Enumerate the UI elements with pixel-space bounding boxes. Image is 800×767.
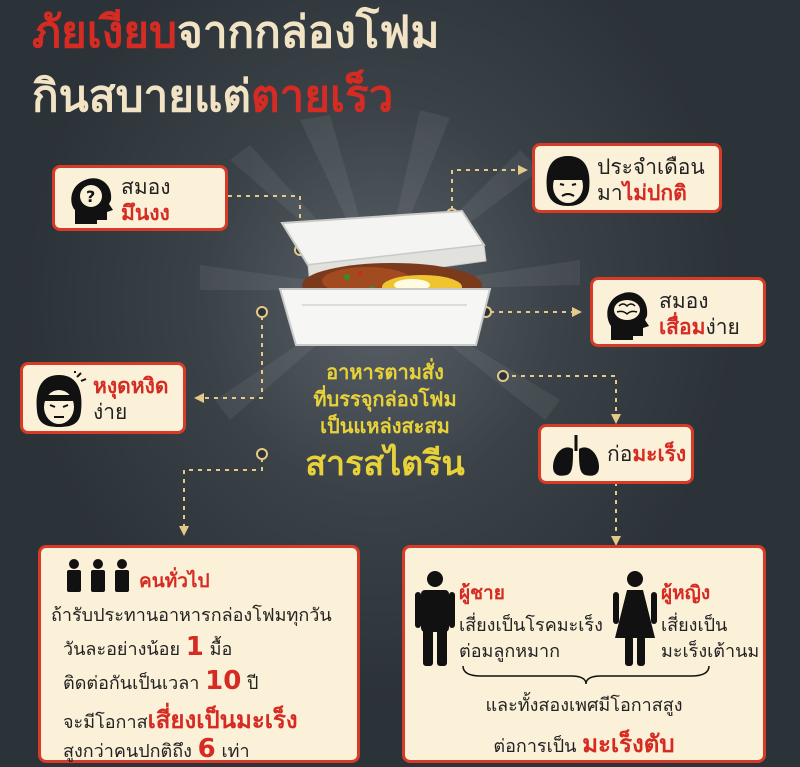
head-brain-icon xyxy=(607,292,649,340)
irritable-top-label: หงุดหงิด xyxy=(93,374,169,398)
symptom-box-menstruation: ประจำเดือน มาไม่ปกติ xyxy=(532,143,722,213)
title-line-1: ภัยเงียบจากกล่องโฟม xyxy=(32,8,439,58)
center-line-3: เป็นแหล่งสะสม xyxy=(320,414,450,438)
sad-woman-face-icon xyxy=(546,156,590,206)
dizzy-top-label: สมอง xyxy=(121,175,171,199)
center-line-1: อาหารตามสั่ง xyxy=(326,360,444,384)
general-heading: คนทั่วไป xyxy=(139,570,210,592)
man-icon xyxy=(415,571,455,666)
general-line-5: สูงกว่าคนปกติถึง 6 เท่า xyxy=(63,734,250,765)
head-question-icon: ? xyxy=(71,178,113,224)
general-line-3: ติดต่อกันเป็นเวลา 10 ปี xyxy=(63,666,258,697)
brain-degrade-bottom-red: เสื่อม xyxy=(659,315,706,339)
title-cream-part-2: กินสบายแต่ xyxy=(32,71,251,122)
general-line-3-b: ปี xyxy=(247,673,259,694)
title-line-2: กินสบายแต่ตายเร็ว xyxy=(32,72,393,122)
general-line-2: วันละอย่างน้อย 1 มื้อ xyxy=(63,632,232,663)
title-cream-part: จากกล่องโฟม xyxy=(177,7,440,58)
symptom-box-cancer: ก่อมะเร็ง xyxy=(538,424,694,484)
three-people-icon xyxy=(67,559,129,592)
both-line-2-a: ต่อการเป็น xyxy=(493,736,577,757)
gender-risk-box: ผู้ชาย เสี่ยงเป็นโรคมะเร็ง ต่อมลูกหมาก ผ… xyxy=(402,545,766,763)
general-line-5-num: 6 xyxy=(197,734,216,764)
menstruation-bottom-plain: มา xyxy=(597,181,623,205)
female-heading: ผู้หญิง xyxy=(661,582,711,604)
general-line-4-a: จะมีโอกาส xyxy=(63,712,148,733)
cancer-red: มะเร็ง xyxy=(632,442,687,466)
symptom-box-dizzy: ? สมอง มึนงง xyxy=(52,165,228,231)
both-line-2: ต่อการเป็น มะเร็งตับ xyxy=(405,724,763,763)
general-people-box: คนทั่วไป ถ้ารับประทานอาหารกล่องโฟมทุกวัน… xyxy=(38,545,360,765)
general-line-2-a: วันละอย่างน้อย xyxy=(63,639,181,660)
menstruation-top-label: ประจำเดือน xyxy=(597,155,705,179)
general-line-4: จะมีโอกาสเสี่ยงเป็นมะเร็ง xyxy=(63,700,298,739)
male-line-1: เสี่ยงเป็นโรคมะเร็ง xyxy=(459,615,603,636)
lungs-icon xyxy=(553,435,599,476)
general-line-2-b: มื้อ xyxy=(209,639,233,660)
brace-connector xyxy=(462,665,710,685)
general-line-3-a: ติดต่อกันเป็นเวลา xyxy=(63,673,200,694)
both-line-1: และทั้งสองเพศมีโอกาสสูง xyxy=(485,695,683,716)
general-line-2-num: 1 xyxy=(185,632,204,662)
male-line-2: ต่อมลูกหมาก xyxy=(459,641,561,662)
dizzy-bottom-label: มึนงง xyxy=(121,201,170,225)
female-line-1: เสี่ยงเป็น xyxy=(661,615,728,636)
general-line-5-a: สูงกว่าคนปกติถึง xyxy=(63,741,192,762)
cancer-plain: ก่อ xyxy=(607,442,633,466)
symptom-box-irritable: หงุดหงิด ง่าย xyxy=(20,362,186,434)
male-heading: ผู้ชาย xyxy=(459,582,505,604)
general-line-4-red: เสี่ยงเป็นมะเร็ง xyxy=(147,706,298,734)
symptom-box-brain-degrade: สมอง เสื่อมง่าย xyxy=(590,277,766,347)
center-line-4: สารสไตรีน xyxy=(305,444,465,484)
brain-degrade-bottom-plain: ง่าย xyxy=(705,315,740,339)
general-line-3-num: 10 xyxy=(205,666,242,696)
brain-degrade-top-label: สมอง xyxy=(659,289,709,313)
both-line-2-red: มะเร็งตับ xyxy=(582,730,675,758)
irritable-bottom-label: ง่าย xyxy=(93,400,128,424)
center-line-2: ที่บรรจุกล่องโฟม xyxy=(313,387,457,411)
svg-text:?: ? xyxy=(86,187,95,206)
angry-woman-face-icon xyxy=(36,371,87,427)
general-line-5-b: เท่า xyxy=(221,741,250,762)
woman-icon xyxy=(613,571,657,666)
general-line-1: ถ้ารับประทานอาหารกล่องโฟมทุกวัน xyxy=(51,605,332,626)
female-line-2: มะเร็งเต้านม xyxy=(661,641,760,662)
title-red-part-2: ตายเร็ว xyxy=(250,71,394,122)
title-red-part: ภัยเงียบ xyxy=(32,7,178,58)
menstruation-bottom-red: ไม่ปกติ xyxy=(622,181,687,205)
foam-box-image xyxy=(278,209,492,346)
